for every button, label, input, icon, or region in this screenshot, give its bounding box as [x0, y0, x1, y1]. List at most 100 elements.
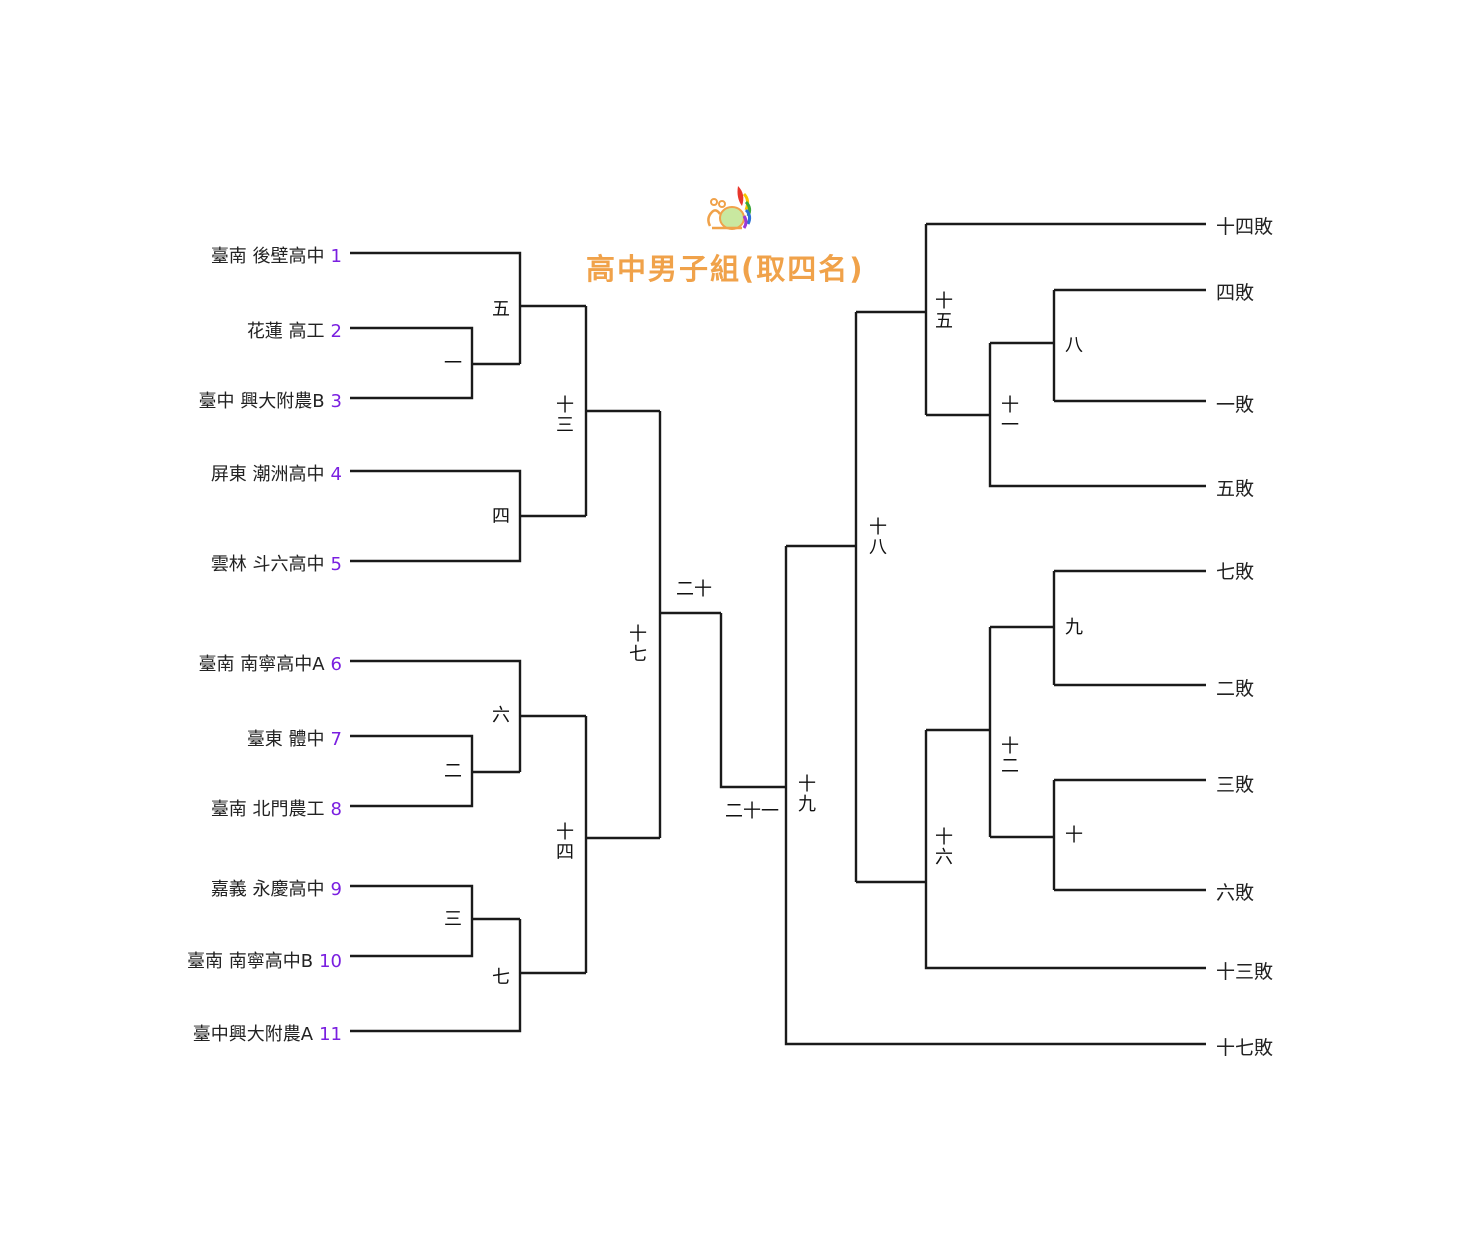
- loser-slot-6: 二敗: [1216, 678, 1255, 700]
- match-label-4: 四: [492, 506, 510, 527]
- line-m2: [350, 734, 520, 808]
- line-m20: [719, 613, 786, 789]
- team-name: 雲林 斗六高中: [210, 554, 325, 575]
- team-name: 臺中興大附農A: [192, 1024, 314, 1045]
- team-seed: 4: [330, 464, 342, 485]
- team-name: 臺南 南寧高中A: [198, 654, 325, 675]
- match-label-15: 十五: [932, 292, 956, 332]
- match-label-18: 十八: [866, 518, 890, 558]
- match-label-char: 二: [1001, 756, 1019, 777]
- snail-torch-logo: [707, 186, 752, 230]
- line-m7: [350, 919, 586, 1033]
- line-m18: [854, 310, 926, 884]
- line-m3: [350, 884, 520, 958]
- match-label-9: 九: [1065, 617, 1083, 638]
- loser-slot-1: 十四敗: [1216, 216, 1274, 238]
- team-name: 臺南 北門農工: [210, 799, 325, 820]
- match-label-char: 十: [798, 774, 816, 795]
- team-name: 臺東 體中: [246, 729, 325, 750]
- loser-slot-3: 一敗: [1216, 394, 1255, 416]
- line-m11: [988, 341, 1206, 488]
- team-seed: 6: [330, 654, 342, 675]
- team-name: 臺南 南寧高中B: [187, 951, 314, 972]
- match-label-7: 七: [492, 967, 510, 988]
- loser-slot-9: 十三敗: [1216, 961, 1274, 983]
- match-label-10: 十: [1065, 825, 1083, 846]
- match-label-8: 八: [1065, 335, 1083, 356]
- team-name: 屏東 潮洲高中: [210, 464, 325, 485]
- team-seed: 7: [330, 729, 342, 750]
- line-m1: [350, 326, 520, 400]
- loser-slot-8: 六敗: [1216, 882, 1255, 904]
- match-label-char: 十: [869, 517, 887, 538]
- line-m6: [350, 659, 586, 772]
- loser-slot-5: 七敗: [1216, 561, 1255, 583]
- loser-slot-2: 四敗: [1216, 282, 1255, 304]
- match-label-16: 十六: [932, 828, 956, 868]
- match-label-char: 十: [629, 624, 647, 645]
- loser-slot-10: 十七敗: [1216, 1037, 1274, 1059]
- match-label-5: 五: [492, 299, 510, 320]
- line-m19: [784, 544, 1206, 1046]
- match-label-char: 十: [556, 395, 574, 416]
- team-name: 臺中 興大附農B: [198, 391, 325, 412]
- line-m12: [988, 625, 1054, 839]
- match-label-char: 一: [1001, 415, 1019, 436]
- line-m5: [350, 251, 586, 364]
- team-name: 臺南 後壁高中: [210, 246, 325, 267]
- line-m10: [1052, 778, 1206, 892]
- loser-slot-7: 三敗: [1216, 774, 1255, 796]
- match-label-1: 一: [444, 353, 462, 374]
- team-seed: 1: [330, 246, 342, 267]
- line-m14: [584, 716, 660, 973]
- line-m8: [1052, 288, 1206, 403]
- line-m15: [924, 222, 1206, 417]
- match-label-17: 十七: [626, 625, 650, 665]
- line-m17: [658, 411, 721, 838]
- match-label-2: 二: [444, 761, 462, 782]
- line-m9: [1052, 569, 1206, 687]
- match-label-char: 八: [869, 537, 887, 558]
- match-label-char: 十: [935, 827, 953, 848]
- match-label-20: 二十: [676, 579, 712, 600]
- team-seed: 8: [330, 799, 342, 820]
- match-label-14: 十四: [553, 823, 577, 863]
- match-label-char: 九: [798, 794, 816, 815]
- team-seed: 11: [319, 1024, 342, 1045]
- match-label-12: 十二: [998, 737, 1022, 777]
- match-label-13: 十三: [553, 396, 577, 436]
- team-seed: 10: [319, 951, 342, 972]
- match-label-19: 十九: [795, 775, 819, 815]
- team-seed: 2: [330, 321, 342, 342]
- team-name: 嘉義 永慶高中: [210, 879, 325, 900]
- match-label-char: 四: [556, 842, 574, 863]
- match-label-3: 三: [444, 909, 462, 930]
- match-label-char: 十: [556, 822, 574, 843]
- team-name: 花蓮 高工: [246, 321, 325, 342]
- match-label-char: 七: [629, 644, 647, 665]
- team-seed: 3: [330, 391, 342, 412]
- line-m4: [350, 469, 586, 563]
- match-label-char: 十: [1001, 395, 1019, 416]
- team-seed: 9: [330, 879, 342, 900]
- match-label-char: 六: [935, 847, 953, 868]
- team-seed: 5: [330, 554, 342, 575]
- match-label-char: 三: [556, 415, 574, 436]
- page-title: 高中男子組(取四名): [586, 252, 865, 286]
- match-label-char: 十: [935, 291, 953, 312]
- match-label-char: 十: [1001, 736, 1019, 757]
- match-label-11: 十一: [998, 396, 1022, 436]
- match-label-21: 二十一: [725, 801, 779, 822]
